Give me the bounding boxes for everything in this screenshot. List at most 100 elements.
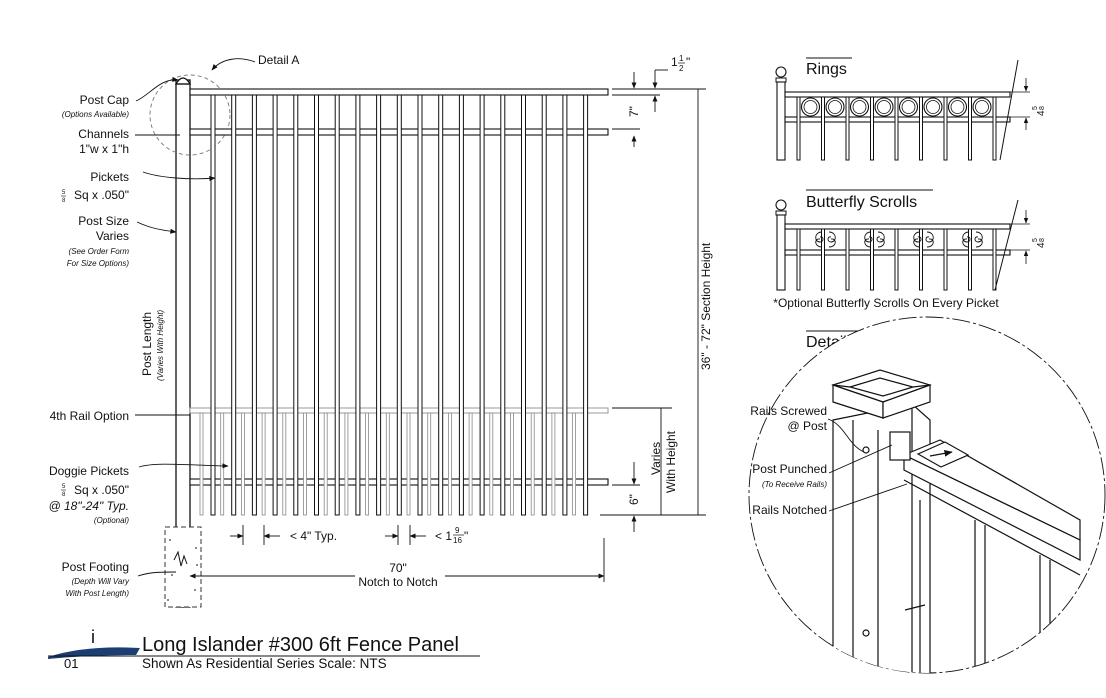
post-footing-note-2: With Post Length)	[65, 589, 129, 598]
doggie-pickets	[199, 412, 576, 516]
pickets-label: Pickets	[90, 170, 129, 184]
detail-a-view	[748, 316, 1106, 674]
doggie-picket	[261, 412, 266, 516]
doggie-picket	[530, 412, 535, 516]
scroll	[962, 231, 971, 248]
picket	[293, 94, 299, 516]
ring-picket	[821, 96, 825, 161]
scroll	[974, 231, 983, 248]
picket	[231, 94, 237, 516]
post-footing-note-1: (Depth Will Vary	[72, 577, 130, 586]
picket	[417, 94, 423, 516]
doggie-picket	[572, 412, 576, 516]
rings-title: Rings	[806, 61, 847, 78]
ring-picket	[968, 96, 972, 161]
gap-mark: "	[464, 529, 468, 543]
rails-notched-label: Rails Notched	[752, 503, 827, 517]
ring	[898, 97, 919, 117]
scroll	[876, 231, 885, 248]
ring-inner	[926, 100, 940, 114]
doggie-picket	[406, 412, 411, 516]
rings-dim-whole: 4	[1036, 110, 1047, 116]
post-cap-label: Post Cap	[80, 93, 130, 107]
ring-inner	[828, 100, 842, 114]
butterfly-dim-num: 5	[1032, 238, 1039, 242]
picket	[562, 94, 568, 516]
post-size-note-2: For Size Options)	[67, 259, 130, 268]
rails-screwed-label: Rails Screwed	[750, 404, 827, 418]
doggie-picket	[282, 412, 287, 516]
butterfly-picket	[919, 228, 923, 291]
ring-picket	[894, 96, 899, 161]
post-punched-note: (To Receive Rails)	[762, 480, 827, 489]
doggie-picket	[551, 412, 556, 516]
rings-dim-num: 5	[1032, 106, 1039, 110]
picket	[583, 94, 589, 516]
ring	[874, 97, 894, 117]
doggie-picket	[385, 412, 390, 516]
doggie-picket	[240, 412, 245, 516]
post-length-note: (Varies With Height)	[156, 309, 165, 381]
channel-spacing: 7"	[627, 106, 641, 117]
doggie-size: Sq x .050"	[74, 483, 129, 497]
butterfly-picket	[845, 228, 850, 291]
butterfly-picket	[968, 228, 972, 291]
doggie-picket	[199, 412, 204, 516]
varies-label-1: Varies	[649, 442, 663, 475]
doggie-picket	[365, 412, 370, 516]
ring-inner	[901, 100, 916, 114]
butterfly-note: *Optional Butterfly Scrolls On Every Pic…	[773, 296, 999, 310]
butterfly-picket	[894, 228, 899, 291]
rings-dim-den: 8	[1039, 106, 1046, 110]
title-icon: i	[91, 627, 95, 647]
channels-label: Channels	[78, 127, 129, 141]
ring-picket	[796, 96, 801, 161]
doggie-picket	[303, 412, 307, 516]
ring-inner	[877, 100, 891, 114]
butterfly-dim-den: 8	[1039, 238, 1046, 242]
picket	[479, 94, 485, 516]
butterfly-dim-whole: 4	[1036, 242, 1047, 248]
ring-picket	[992, 96, 997, 161]
doggie-spacing: @ 18"-24" Typ.	[48, 499, 129, 513]
bottom-gap: 6"	[627, 494, 641, 505]
ring	[947, 97, 968, 117]
picket	[210, 94, 216, 516]
post-cap	[174, 77, 192, 85]
picket	[376, 94, 382, 516]
picket	[500, 94, 506, 516]
title-swoosh	[48, 647, 140, 659]
ring-inner	[950, 100, 965, 114]
ring-picket	[845, 96, 850, 161]
top-gap-mark: "	[686, 55, 690, 69]
drawing-title: Long Islander #300 6ft Fence Panel	[142, 634, 459, 656]
doggie-picket	[510, 412, 514, 516]
pickets-size: Sq x .050"	[74, 188, 129, 202]
post-size-label: Post Size	[78, 214, 129, 228]
main-fence	[149, 74, 609, 608]
ring	[849, 97, 870, 117]
detail-a-callouts	[827, 418, 908, 512]
picket	[314, 94, 319, 516]
picket	[521, 94, 526, 516]
fourth-rail-label: 4th Rail Option	[50, 409, 129, 423]
doggie-picket	[344, 412, 349, 516]
ring-inner	[852, 100, 867, 114]
post-footing-label: Post Footing	[62, 560, 129, 574]
picket	[334, 94, 340, 516]
picket	[272, 94, 278, 516]
picket	[438, 94, 444, 516]
doggie-picket	[489, 412, 494, 516]
callouts	[135, 58, 256, 577]
picket	[251, 94, 257, 516]
ring	[972, 97, 992, 117]
doggie-optional: (Optional)	[94, 516, 129, 525]
picket	[541, 94, 547, 516]
doggie-picket	[447, 412, 452, 516]
post-cap-note: (Options Available)	[62, 110, 129, 119]
rails-screwed-label-2: @ Post	[787, 419, 827, 433]
scroll	[815, 231, 824, 248]
drawing-number: 01	[64, 656, 78, 671]
ring	[825, 97, 845, 117]
